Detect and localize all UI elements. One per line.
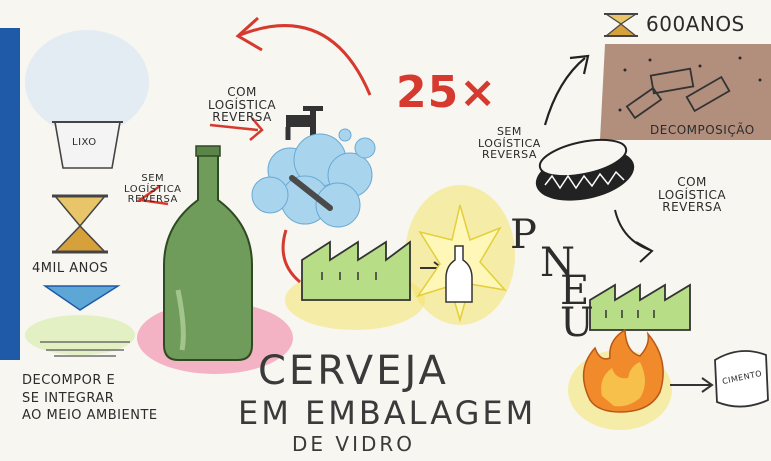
fire-icon bbox=[582, 328, 664, 413]
sem-logistica-label-glass: SEM LOGÍSTICA REVERSA bbox=[124, 173, 182, 206]
tire-years-label: 600ANOS bbox=[646, 12, 745, 36]
wash-bubbles bbox=[251, 128, 376, 228]
factory-icon-tire bbox=[589, 283, 691, 331]
sem-logistica-line1: SEM bbox=[141, 173, 165, 184]
com-logistica-label-glass: COM LOGÍSTICA REVERSA bbox=[208, 86, 276, 124]
red-arrow-com-head bbox=[249, 117, 264, 141]
black-arrow-down bbox=[614, 209, 651, 251]
red-arrowhead bbox=[235, 16, 263, 52]
decompose-line2: SE INTEGRAR bbox=[22, 390, 115, 406]
soil-block bbox=[600, 44, 771, 140]
trash-can-icon bbox=[52, 121, 123, 169]
sem-logistica-tire-line2: LOGÍSTICA bbox=[478, 136, 541, 150]
com-logistica-line2: LOGÍSTICA bbox=[208, 97, 277, 112]
green-glow-ground bbox=[25, 315, 135, 355]
sem-logistica-label-tire: SEM LOGÍSTICA REVERSA bbox=[478, 126, 541, 161]
decompose-line3: AO MEIO AMBIENTE bbox=[22, 408, 158, 424]
tire-icon bbox=[535, 138, 635, 201]
red-arrow-com bbox=[209, 123, 259, 132]
arrow-to-cement-head bbox=[701, 377, 714, 393]
red-arrow-left bbox=[136, 184, 169, 206]
down-triangle-icon bbox=[42, 285, 121, 311]
floating-bottle-icon bbox=[289, 175, 333, 211]
red-arrow-down bbox=[281, 229, 301, 284]
com-logistica-label-tire: COM LOGÍSTICA REVERSA bbox=[658, 176, 726, 214]
decomposicao-label: DECOMPOSIÇÃO bbox=[650, 123, 755, 137]
com-logistica-line3: REVERSA bbox=[212, 110, 272, 125]
buried-debris-icons bbox=[625, 67, 731, 120]
black-arrow-up-head bbox=[569, 54, 590, 75]
com-logistica-tire-line1: COM bbox=[677, 175, 707, 189]
ground-lines bbox=[40, 341, 130, 357]
sem-logistica-tire-line3: REVERSA bbox=[481, 148, 537, 162]
title-line3: DE VIDRO bbox=[292, 432, 416, 456]
blue-glow-trash bbox=[25, 30, 149, 134]
green-bottle-icon bbox=[163, 145, 253, 361]
lixo-label: LIXO bbox=[72, 137, 97, 148]
blue-side-band bbox=[0, 28, 20, 360]
black-arrow-down-head bbox=[635, 241, 654, 263]
cement-bag-icon bbox=[714, 350, 769, 408]
title-line1: CERVEJA bbox=[258, 348, 449, 394]
title-line2: EM EMBALAGEM bbox=[238, 394, 537, 432]
decompose-line1: DECOMPOR E bbox=[22, 373, 116, 388]
pneu-letter-e: E bbox=[560, 268, 590, 314]
faucet-icon bbox=[285, 106, 323, 140]
hourglass-small-icon bbox=[604, 13, 638, 37]
com-logistica-tire-line3: REVERSA bbox=[662, 200, 722, 215]
soil-dots bbox=[618, 56, 762, 112]
sem-logistica-tire-line1: SEM bbox=[496, 125, 522, 138]
pneu-letter-n: N bbox=[540, 240, 575, 286]
sem-logistica-line3: REVERSA bbox=[127, 194, 178, 205]
sem-logistica-line2: LOGÍSTICA bbox=[124, 183, 182, 195]
multiplier-label: 25× bbox=[396, 67, 498, 118]
glass-years-label: 4MIL ANOS bbox=[32, 261, 109, 276]
red-return-arrow bbox=[239, 24, 372, 96]
factory-icon-glass bbox=[301, 240, 411, 301]
decompose-text: DECOMPOR E SE INTEGRAR AO MEIO AMBIENTE bbox=[22, 372, 158, 425]
pneu-letter-u: U bbox=[560, 300, 594, 346]
com-logistica-line1: COM bbox=[227, 85, 257, 99]
com-logistica-tire-line2: LOGÍSTICA bbox=[658, 187, 727, 202]
hourglass-icon bbox=[52, 194, 108, 254]
black-arrow-up bbox=[543, 57, 586, 126]
new-bottle-icon bbox=[445, 245, 473, 303]
pneu-letter-p: P bbox=[510, 212, 537, 258]
